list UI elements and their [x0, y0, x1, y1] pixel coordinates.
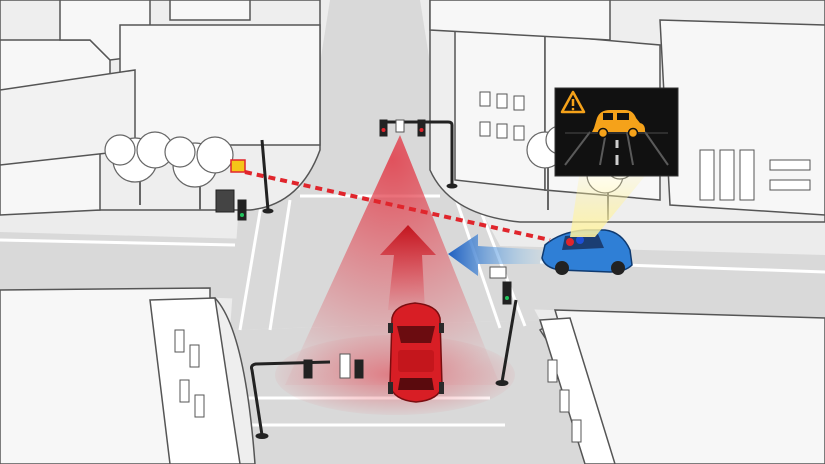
signal-beam: [570, 170, 650, 237]
north-road: [300, 0, 450, 190]
communication-link: [244, 170, 551, 242]
red-direction-arrow: [380, 225, 436, 310]
building-windows-southeast: [547, 359, 582, 443]
traffic-signal-south: [250, 353, 364, 439]
red-car: [388, 302, 444, 403]
traffic-signal-northwest: [215, 139, 274, 221]
blue-car: [541, 229, 633, 275]
car-icon: [592, 110, 645, 139]
building-windows-northeast: [479, 91, 811, 201]
sensor-cone: [285, 135, 500, 385]
blue-direction-arrow: [448, 234, 545, 276]
traffic-signal-north: [379, 119, 458, 189]
buildings-southwest: [0, 287, 241, 464]
warning-triangle-icon: [560, 90, 586, 114]
building-windows-southwest: [174, 329, 205, 418]
buildings-northwest: [0, 0, 321, 216]
buildings-southeast: [539, 309, 825, 464]
traffic-signal-east: [489, 266, 518, 386]
